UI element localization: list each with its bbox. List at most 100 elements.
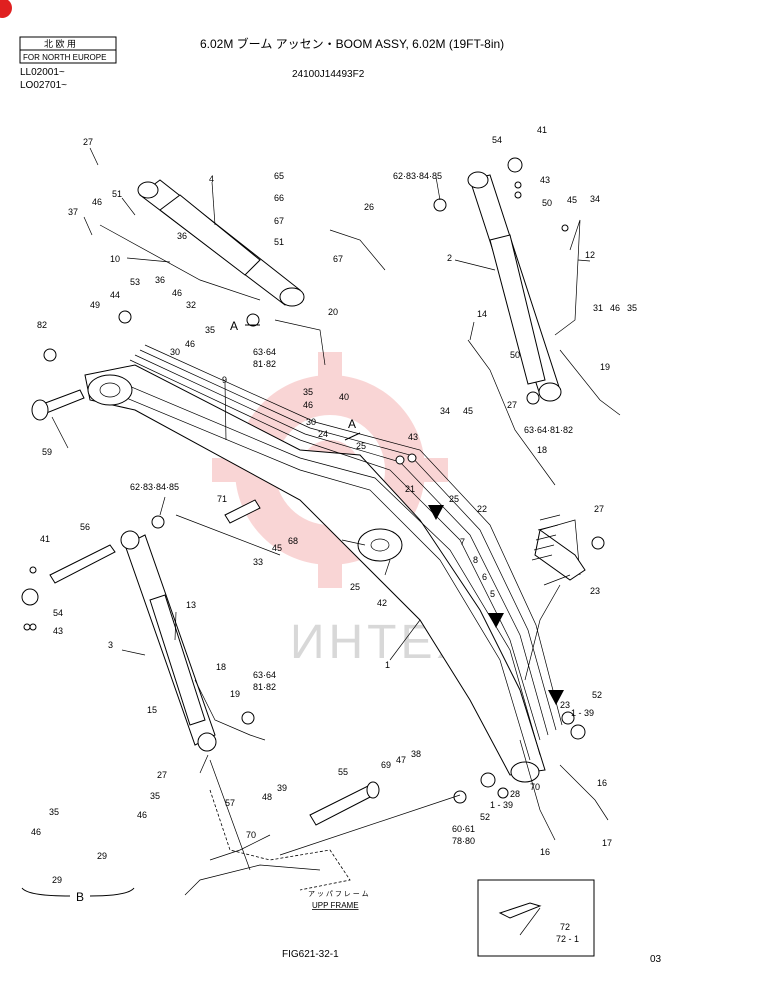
callout: A — [348, 417, 356, 431]
callout: 46 — [31, 827, 41, 837]
callout: 54 — [492, 135, 502, 145]
callout: 45 — [463, 406, 473, 416]
callout: 60·61 — [452, 824, 475, 834]
callout: 19 — [600, 362, 610, 372]
callout: 66 — [274, 193, 284, 203]
pin-55 — [309, 781, 380, 826]
callout: 51 — [274, 237, 284, 247]
callout: 40 — [339, 392, 349, 402]
callout: 27 — [157, 770, 167, 780]
callout: 17 — [602, 838, 612, 848]
callout: 8 — [473, 555, 478, 565]
callout: 59 — [42, 447, 52, 457]
callout: 22 — [477, 504, 487, 514]
callout: 51 — [112, 189, 122, 199]
region-box — [19, 36, 117, 64]
callout: 13 — [186, 600, 196, 610]
callout: 32 — [186, 300, 196, 310]
callout: 46 — [92, 197, 102, 207]
callout: 81·82 — [253, 682, 276, 692]
callout: 25 — [356, 441, 366, 451]
callout: 39 — [277, 783, 287, 793]
callout: 6 — [482, 572, 487, 582]
section-arrows — [245, 324, 564, 705]
callout: 46 — [303, 400, 313, 410]
callout: 16 — [540, 847, 550, 857]
callout: 35 — [303, 387, 313, 397]
upp-frame-jp: ア ッ パ フ レ ー ム — [308, 890, 369, 898]
callout: 36 — [177, 231, 187, 241]
callout: 43 — [540, 175, 550, 185]
leader-lines — [51, 147, 591, 871]
callout: 16 — [597, 778, 607, 788]
callout: 65 — [274, 171, 284, 181]
callout: 4 — [209, 174, 214, 184]
callout: 44 — [110, 290, 120, 300]
callout: 82 — [37, 320, 47, 330]
callout: 43 — [53, 626, 63, 636]
callout: 1 - 39 — [571, 708, 594, 718]
serial-range-2: LO02701~ — [20, 80, 67, 91]
callout: 3 — [108, 640, 113, 650]
callout: 50 — [510, 350, 520, 360]
fitting-cluster-23 — [531, 514, 605, 581]
callout: 68 — [288, 536, 298, 546]
callout: 55 — [338, 767, 348, 777]
small-parts — [21, 157, 586, 804]
callout: 23 — [560, 700, 570, 710]
callout: 14 — [477, 309, 487, 319]
callout: 45 — [567, 195, 577, 205]
callout: 71 — [217, 494, 227, 504]
callout: 62·83·84·85 — [393, 171, 442, 181]
pin-71 — [224, 499, 261, 524]
callout: 34 — [590, 194, 600, 204]
callout: 25 — [449, 494, 459, 504]
bucket-cylinder-lower — [120, 530, 266, 752]
callout: 34 — [440, 406, 450, 416]
callout: 27 — [507, 400, 517, 410]
callout: 35 — [627, 303, 637, 313]
callout: 26 — [364, 202, 374, 212]
detail-b-bracket — [21, 887, 135, 897]
callout: 52 — [480, 812, 490, 822]
callout: 20 — [328, 307, 338, 317]
callout: 63·64 — [253, 670, 276, 680]
callout: 12 — [585, 250, 595, 260]
page-number: 03 — [650, 954, 662, 965]
callout: 72 - 1 — [556, 934, 579, 944]
callout: 36 — [155, 275, 165, 285]
callout: 53 — [130, 277, 140, 287]
callout: 1 — [385, 660, 390, 670]
callout: 19 — [230, 689, 240, 699]
callout: 7 — [460, 537, 465, 547]
callout: 70 — [246, 830, 256, 840]
callout: 54 — [53, 608, 63, 618]
callout: 10 — [110, 254, 120, 264]
callout: 62·83·84·85 — [130, 482, 179, 492]
callout: 35 — [150, 791, 160, 801]
callout: 24 — [318, 429, 328, 439]
callout: 33 — [253, 557, 263, 567]
callout: 30 — [306, 417, 316, 427]
callout: 18 — [216, 662, 226, 672]
callout: 67 — [333, 254, 343, 264]
callout: 37 — [68, 207, 78, 217]
callout: 18 — [537, 445, 547, 455]
callout-labels: 27 4 51 37 46 36 10 36 53 46 44 32 49 82… — [31, 125, 637, 944]
callout: 23 — [590, 586, 600, 596]
detail-b-label: B — [76, 890, 84, 904]
callout: 35 — [49, 807, 59, 817]
callout: 56 — [80, 522, 90, 532]
callout: 2 — [447, 253, 452, 263]
callout: 15 — [147, 705, 157, 715]
figure-number: FIG621-32-1 — [282, 949, 339, 960]
callout: 46 — [137, 810, 147, 820]
callout: 47 — [396, 755, 406, 765]
callout: 29 — [52, 875, 62, 885]
callout: 29 — [97, 851, 107, 861]
callout: 72 — [560, 922, 570, 932]
callout: 49 — [90, 300, 100, 310]
pin-56 — [49, 544, 116, 584]
